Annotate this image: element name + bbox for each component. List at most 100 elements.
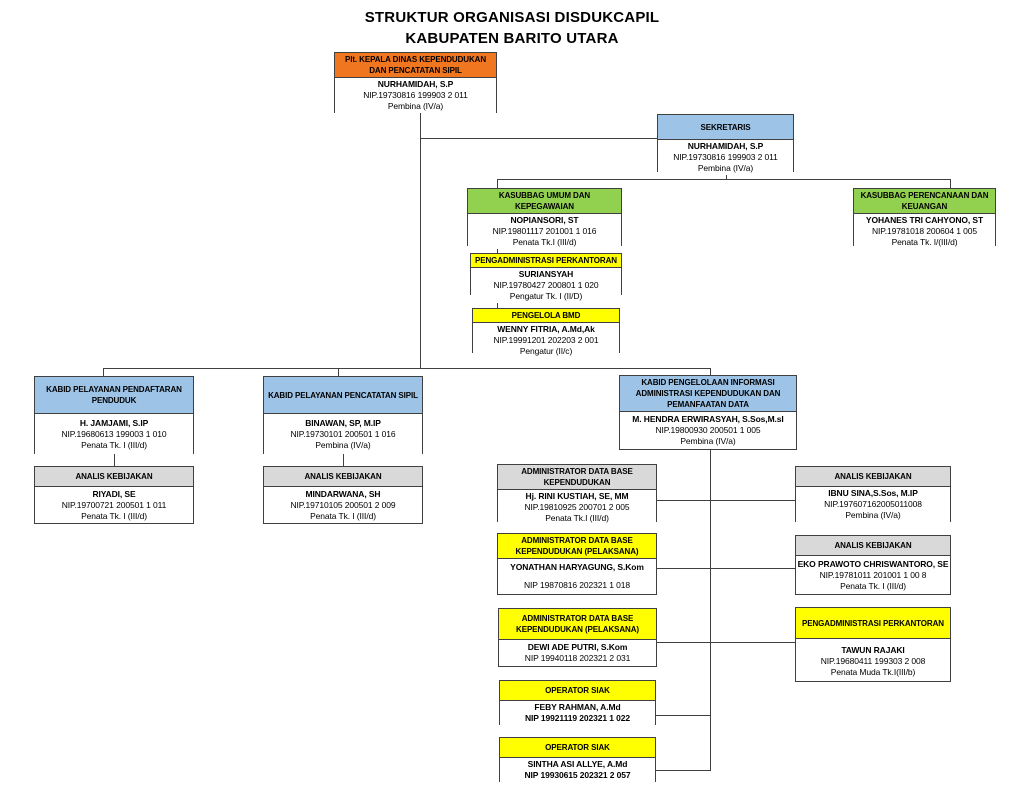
person-name: MINDARWANA, SH [305,488,381,499]
box-role-line: ADMINISTRATOR DATA BASE [521,536,633,545]
person-name: TAWUN RAJAKI [841,645,905,655]
box-role-line: ADMINISTRATOR DATA BASE [521,614,634,623]
connector-line [114,454,115,466]
person-name: FEBY RAHMAN, A.Md [534,702,621,712]
person-detail: NIP.19801117 201001 1 016 [492,226,597,236]
person-name: DEWI ADE PUTRI, S.Kom [527,642,628,652]
page-title: STRUKTUR ORGANISASI DISDUKCAPIL KABUPATE… [0,7,1024,49]
box-role-header: KASUBBAG UMUM DAN KEPEGAWAIAN [468,189,621,214]
box-role-line: KEPENDUDUKAN [543,478,611,487]
box-role-line: KEPENDUDUKAN (PELAKSANA) [515,547,639,556]
connector-line [343,454,344,466]
box-role-line: OPERATOR SIAK [545,686,610,695]
org-box-kabid-pengelolaan: KABID PENGELOLAAN INFORMASI ADMINISTRASI … [619,375,797,450]
connector-line [103,368,104,376]
person-detail: NIP.19730101 200501 1 016 [290,428,396,439]
box-role-line: Plt. KEPALA DINAS KEPENDUDUKAN [344,55,486,64]
box-role-line: ANALIS KEBIJAKAN [75,472,153,481]
person-detail: NIP.19680411 199303 2 008 [820,656,926,666]
org-box-pengadministrasi-2: PENGADMINISTRASI PERKANTORAN TAWUN RAJAKI… [795,607,951,682]
page-title-line-1: STRUKTUR ORGANISASI DISDUKCAPIL [364,9,660,26]
box-role-line: KABID PENGELOLAAN INFORMASI [641,378,775,387]
person-detail: NIP.19730816 199903 2 011 [673,152,778,162]
person-detail: NIP.19730816 199903 2 011 [363,90,468,100]
box-role-line: OPERATOR SIAK [545,743,610,752]
connector-line [497,245,498,253]
person-name: NOPIANSORI, ST [510,215,579,225]
box-role-header: PENGADMINISTRASI PERKANTORAN [471,254,621,268]
person-detail: NIP 19930615 202321 2 057 [524,770,631,780]
connector-line [103,368,710,369]
person-detail: NIP 19870816 202321 1 018 [523,580,631,590]
box-role-header: OPERATOR SIAK [500,681,655,701]
box-role-line: PENGADMINISTRASI PERKANTORAN [475,256,617,265]
connector-line [726,171,727,179]
box-role-header: ADMINISTRATOR DATA BASE KEPENDUDUKAN (PEL… [498,534,656,559]
box-role-line: KASUBBAG UMUM DAN [498,191,591,200]
person-name: NURHAMIDAH, S.P [377,79,454,89]
box-role-line: KEUANGAN [901,202,948,211]
org-box-admin-database-yonathan: ADMINISTRATOR DATA BASE KEPENDUDUKAN (PEL… [497,533,657,595]
connector-line [420,138,657,139]
connector-line [497,179,498,188]
box-role-header: KABID PELAYANAN PENCATATAN SIPIL [264,377,422,414]
connector-line [656,770,711,771]
person-detail: Pembina (IV/a) [387,101,444,111]
person-detail: Penata Tk. I (III/d) [840,580,906,591]
person-detail: NIP.19700721 200501 1 011 [61,499,167,510]
person-name: YONATHAN HARYAGUNG, S.Kom [510,562,644,572]
person-detail: Pembina (IV/a) [845,510,901,520]
person-name: EKO PRAWOTO CHRISWANTORO, SE [797,558,949,569]
person-detail: Penata Tk. I (III/d) [81,439,147,450]
box-role-line: KABID PELAYANAN PENCATATAN SIPIL [268,390,418,400]
person-detail: Penata Muda Tk.I(III/b) [830,667,916,677]
page-title-line-2: KABUPATEN BARITO UTARA [405,30,619,47]
connector-line [656,715,711,716]
box-role-header: KABID PENGELOLAAN INFORMASI ADMINISTRASI … [620,376,796,412]
person-detail: Penata Tk.I (III/d) [512,237,577,247]
person-name: BINAWAN, SP, M.IP [305,417,381,428]
box-role-line: ANALIS KEBIJAKAN [304,472,382,481]
box-role-line: PENGELOLA BMD [511,311,581,320]
box-role-header: ANALIS KEBIJAKAN [35,467,193,487]
person-detail: NIP.19810925 200701 2 005 [524,502,630,512]
person-name: H. JAMJAMI, S.IP [79,417,149,428]
box-role-header: PENGELOLA BMD [473,309,619,323]
box-role-line: PENGADMINISTRASI PERKANTORAN [802,618,944,628]
person-name: Hj. RINI KUSTIAH, SE, MM [525,491,629,501]
person-name: SURIANSYAH [518,269,574,279]
box-role-line: ADMINISTRASI KEPENDUDUKAN DAN [635,389,781,398]
box-role-line: KEPEGAWAIAN [515,202,574,211]
person-detail: NIP 19940118 202321 2 031 [524,653,631,663]
